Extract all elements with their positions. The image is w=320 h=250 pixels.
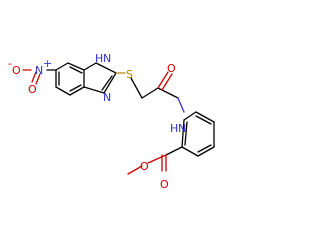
bond [55,86,71,96]
bond [83,86,105,94]
bond [195,115,212,125]
atom-label: N [178,122,186,135]
bond [161,73,173,91]
atom-label: S [126,68,133,81]
atom-label: O [167,62,176,75]
bond [147,154,167,164]
bond [181,146,199,157]
bond [103,72,117,94]
bond [197,144,212,153]
bond [157,87,179,99]
atom-label: N [103,52,111,65]
bond [165,146,183,156]
bond [141,87,159,99]
bond [181,119,185,148]
bond [31,71,37,83]
bond [130,77,143,99]
atom-label: H [170,122,178,135]
bond [69,86,85,96]
bond [95,62,117,74]
atom-label: O [12,64,21,77]
bond [127,165,143,175]
bond [184,121,188,146]
bond [195,111,215,123]
chemical-structure: O - N + O H N N S O N H O O [8,52,215,191]
bond [69,84,82,92]
atom-label: N [103,91,111,104]
atom-label: H [95,52,103,65]
bond [83,62,97,71]
atom-label: O [160,178,169,191]
bond [101,75,113,91]
bond [183,111,197,121]
atom-label: O [28,83,37,96]
bond [157,71,169,89]
atom-charge: + [43,57,52,70]
bond [67,62,85,71]
bond [177,97,185,113]
bond [69,66,83,74]
bond [197,146,215,157]
bond [35,73,41,85]
bond [55,62,69,71]
atom-charge: - [8,57,12,70]
atom-label: O [140,160,149,173]
atom-label: N [35,64,43,77]
